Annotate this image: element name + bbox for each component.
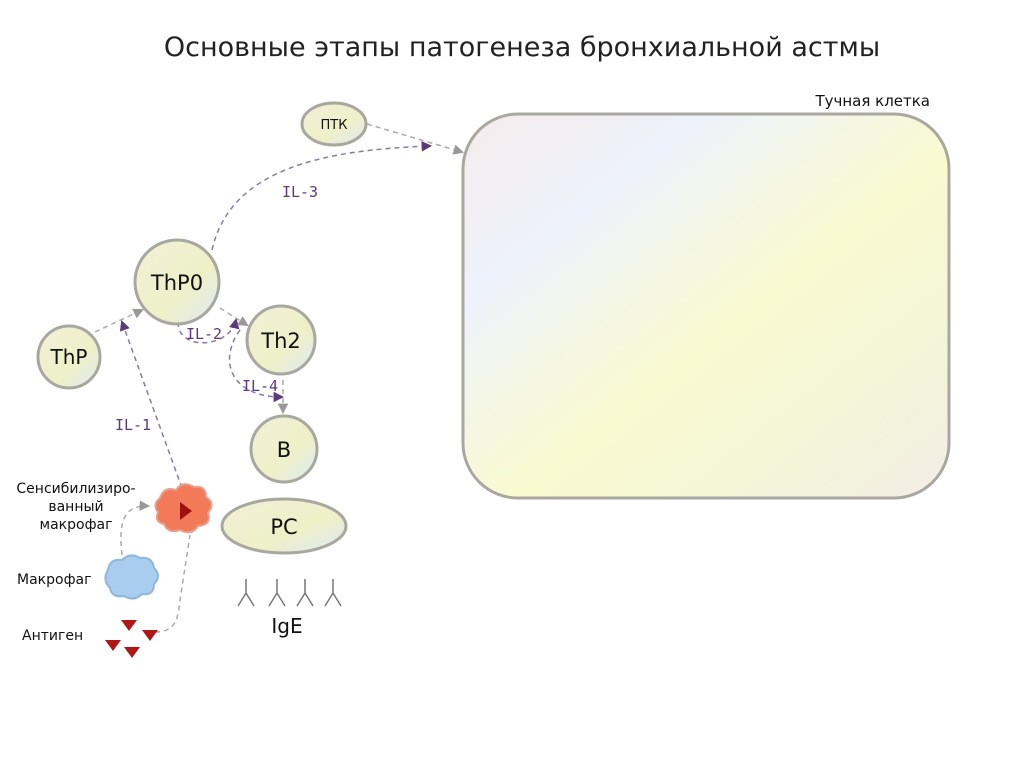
- pttk-arrow: [366, 123, 465, 155]
- ige-antibodies-icon: [237, 579, 342, 607]
- antigen-label: Антиген: [22, 628, 83, 644]
- il3-arrow: [211, 141, 433, 251]
- ige-label: IgE: [271, 614, 302, 638]
- antigen-icon: [105, 620, 158, 658]
- thp-to-thp0-arrow: [94, 308, 144, 333]
- pttk-cell: [300, 101, 368, 147]
- il4-arrow: [228, 329, 285, 403]
- thp-cell: [36, 324, 102, 390]
- sensitized-macrophage-label-3: макрофаг: [40, 517, 113, 533]
- thp0-label: ThP0: [150, 271, 203, 295]
- thp0-cell: [133, 238, 221, 326]
- th2-label: Th2: [260, 329, 301, 353]
- pttk-label: ПТК: [321, 118, 348, 133]
- pc-label: PC: [270, 515, 297, 539]
- b-cell: [249, 414, 319, 484]
- thp0-to-th2-arrow: [219, 307, 249, 327]
- pc-cell: [220, 497, 348, 555]
- il3-label: IL-3: [282, 183, 318, 201]
- il1-arrow: [119, 320, 183, 489]
- b-label: B: [277, 438, 291, 462]
- th2-cell: [245, 304, 317, 376]
- macrophage-to-sensitized-arrow: [120, 500, 151, 556]
- sensitized-macrophage-label-2: ванный: [48, 499, 103, 515]
- mast-cell: [461, 112, 951, 500]
- sensitized-macrophage-icon: [154, 483, 213, 534]
- il1-label: IL-1: [115, 416, 151, 434]
- il2-label: IL-2: [186, 325, 222, 343]
- antigen-to-sensitized-line: [154, 534, 191, 633]
- thp-label: ThP: [50, 345, 88, 369]
- sensitized-macrophage-label-1: Сенсибилизиро-: [16, 481, 135, 497]
- il4-label: IL-4: [242, 377, 278, 395]
- macrophage-icon: [104, 554, 159, 600]
- mast-cell-label: Тучная клетка: [814, 92, 930, 110]
- macrophage-label: Макрофаг: [17, 572, 91, 588]
- page-title: Основные этапы патогенеза бронхиальной а…: [164, 32, 880, 63]
- il2-arrow: [177, 317, 240, 344]
